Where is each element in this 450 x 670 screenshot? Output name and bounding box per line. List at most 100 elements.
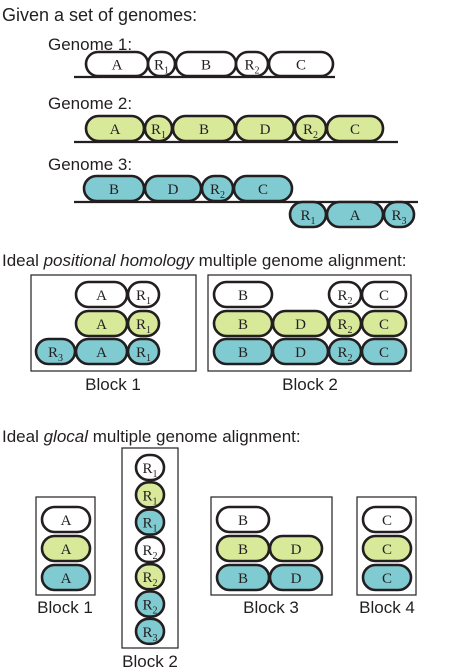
- glocal-block-4-label: Block 4: [359, 598, 415, 617]
- segment-shape: [360, 280, 408, 309]
- segment-label: R2: [142, 543, 157, 562]
- segment-shape: [134, 617, 166, 646]
- genome-3-segment: A: [325, 200, 385, 229]
- segment-label: C: [382, 571, 392, 587]
- segment-label: R2: [244, 58, 259, 77]
- glocal-block-2-segment: R2: [134, 535, 166, 564]
- positional-block-2-segment: B: [212, 280, 274, 309]
- segment-label: D: [295, 317, 306, 333]
- segment-shape: [268, 563, 324, 592]
- segment-shape: [360, 309, 408, 338]
- positional-block-2-segment: C: [360, 337, 408, 366]
- segment-label: R2: [142, 598, 157, 617]
- glocal-block-1-segment: A: [40, 534, 92, 563]
- segment-label: R1: [154, 58, 169, 77]
- segment-label: A: [61, 571, 72, 587]
- segment-label: B: [201, 58, 211, 74]
- positional-block-1-segment: R1: [126, 309, 161, 338]
- genome-3-segment: D: [143, 174, 203, 203]
- segment-label: A: [96, 345, 107, 361]
- segment-shape: [361, 534, 413, 563]
- positional-block-2-segment: D: [271, 309, 330, 338]
- segment-label: A: [112, 58, 123, 74]
- segment-shape: [134, 590, 166, 618]
- glocal-block-4-segment: C: [361, 563, 413, 592]
- genome-1-segment: R2: [234, 50, 270, 78]
- positional-block-1-frame: [30, 274, 197, 372]
- genome-3-segment: R2: [200, 174, 235, 203]
- genome-1-label: Genome 1:: [48, 35, 132, 54]
- glocal-block-2-segment: R2: [134, 590, 166, 618]
- segment-shape: [325, 114, 385, 143]
- segment-label: R3: [142, 625, 157, 644]
- segment-label: R2: [210, 182, 225, 201]
- glocal-block-3-segment: D: [268, 534, 324, 563]
- segment-label: D: [295, 345, 306, 361]
- segment-shape: [126, 280, 161, 309]
- positional-block-1-segment: A: [74, 337, 129, 366]
- glocal-block-3-label: Block 3: [243, 598, 299, 617]
- segment-label: C: [258, 182, 268, 198]
- genome-1-segment: R1: [146, 50, 177, 78]
- segment-shape: [134, 508, 166, 536]
- genome-1-segment: B: [174, 50, 238, 78]
- genome-3-segment: B: [82, 174, 146, 203]
- segment-shape: [360, 337, 408, 366]
- segment-label: R1: [136, 288, 151, 307]
- segment-label: C: [379, 317, 389, 333]
- segment-label: R2: [337, 317, 352, 336]
- positional-block-2-segment: R2: [327, 280, 363, 309]
- segment-shape: [212, 280, 274, 309]
- glocal-block-2-segment: R2: [134, 562, 166, 591]
- segment-label: B: [109, 182, 119, 198]
- segment-label: C: [379, 345, 389, 361]
- segment-label: B: [199, 122, 209, 138]
- positional-block-2-segment: R2: [327, 309, 363, 338]
- segment-shape: [232, 174, 294, 203]
- genome-1-segment: C: [267, 50, 335, 78]
- positional-block-2-segment: C: [360, 280, 408, 309]
- glocal-block-3-segment: D: [268, 563, 324, 592]
- segment-label: R1: [151, 122, 166, 141]
- positional-block-2-segment: C: [360, 309, 408, 338]
- glocal-block-3-segment: B: [215, 563, 271, 592]
- segment-label: B: [238, 542, 248, 558]
- segment-label: D: [291, 542, 302, 558]
- glocal-block-3-frame: [210, 496, 333, 596]
- genome-2-segment: C: [325, 114, 385, 143]
- glocal-block-3-segment: B: [215, 534, 271, 563]
- segment-label: A: [61, 542, 72, 558]
- segment-label: B: [238, 317, 248, 333]
- positional-block-2-segment: D: [271, 337, 330, 366]
- segment-label: C: [382, 542, 392, 558]
- glocal-block-3-segment: B: [215, 505, 271, 534]
- segment-label: R1: [142, 461, 157, 480]
- glocal-block-2-label: Block 2: [122, 652, 178, 670]
- positional-block-1-segment: R1: [126, 337, 161, 366]
- segment-shape: [382, 200, 416, 229]
- segment-label: D: [260, 122, 271, 138]
- glocal-block-1-segment: A: [40, 505, 92, 534]
- segment-label: A: [61, 513, 72, 529]
- glocal-block-1-frame: [35, 496, 96, 596]
- positional-heading: Ideal positional homology multiple genom…: [2, 251, 406, 270]
- glocal-block-1-segment: A: [40, 563, 92, 592]
- segment-label: B: [238, 288, 248, 304]
- genome-1-segment: A: [84, 50, 150, 78]
- segment-label: R1: [136, 345, 151, 364]
- segment-label: A: [96, 288, 107, 304]
- segment-shape: [126, 309, 161, 338]
- segment-shape: [40, 534, 92, 563]
- segment-shape: [361, 563, 413, 592]
- segment-shape: [134, 535, 166, 564]
- positional-block-1-label: Block 1: [85, 375, 141, 394]
- segment-label: R2: [303, 122, 318, 141]
- glocal-block-2-segment: R3: [134, 617, 166, 646]
- segment-shape: [268, 534, 324, 563]
- segment-label: B: [238, 345, 248, 361]
- segment-shape: [126, 337, 161, 366]
- positional-block-1-segment: R1: [126, 280, 161, 309]
- positional-block-1-segment: R3: [34, 337, 77, 366]
- segment-label: A: [110, 122, 121, 138]
